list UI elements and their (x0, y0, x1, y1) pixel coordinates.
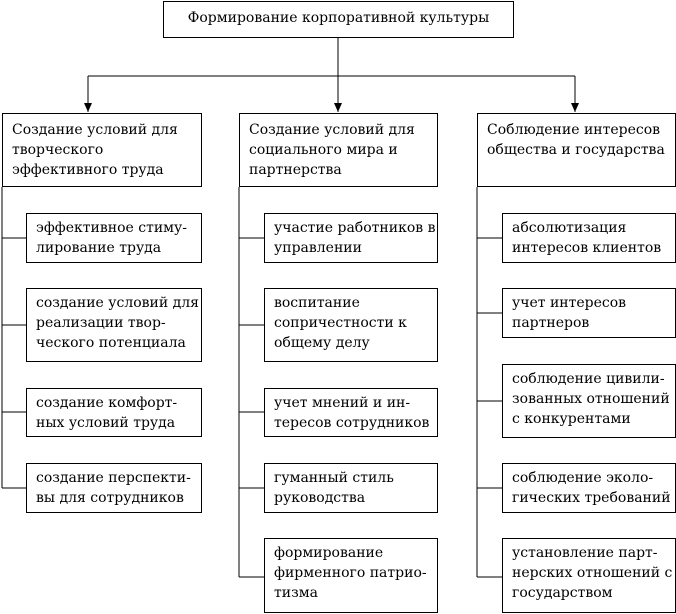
column-3-item-4-line-1: соблюдение эколо- (512, 470, 654, 486)
column-1-item-4: создание перспекти- вы для сотрудников (26, 463, 202, 513)
column-2-header: Создание условий для социального мира и … (239, 113, 438, 187)
column-3-item-4-line-2: гических требований (512, 490, 671, 506)
column-1-item-4-line-2: вы для сотрудников (36, 490, 184, 506)
column-1-title-line-1: Создание условий для (12, 122, 178, 138)
column-2-item-5-line-3: тизма (274, 585, 318, 601)
column-2-item-4-line-1: гуманный стиль (274, 470, 394, 486)
column-3-title-line-2: общества и государства (487, 142, 665, 158)
column-3-item-5-line-1: установление парт- (512, 545, 658, 561)
column-2-item-4-line-2: руководства (274, 490, 366, 506)
column-2-item-1-line-1: участие работников в (274, 220, 436, 236)
column-3-item-5-line-3: государством (512, 585, 613, 601)
column-1-item-3-line-2: ных условий труда (36, 415, 176, 431)
column-1-item-2-line-2: реализации твор- (36, 315, 166, 331)
column-1-item-2-line-1: создание условий для (36, 295, 200, 311)
column-1-item-2-line-3: ческого потенциала (36, 335, 186, 351)
column-3-item-3-line-3: с конкурентами (512, 411, 631, 427)
column-2-title-line-1: Создание условий для (249, 122, 415, 138)
column-3-header: Соблюдение интересов общества и государс… (477, 113, 676, 187)
column-2-item-3: учет мнений и ин- тересов сотрудников (264, 388, 438, 437)
column-3-title-line-1: Соблюдение интересов (487, 122, 661, 138)
column-3-item-2: учет интересов партнеров (502, 288, 676, 338)
column-2-title-line-3: партнерства (249, 162, 342, 178)
column-1-item-1-line-2: лирование труда (36, 240, 162, 256)
column-2-item-5-line-1: формирование (274, 545, 384, 561)
column-3-item-3-line-1: соблюдение цивили- (512, 371, 665, 387)
column-2-item-3-line-2: тересов сотрудников (274, 415, 430, 431)
column-2-item-2: воспитание сопричестности к общему делу (264, 288, 438, 362)
column-3-item-1-line-1: абсолютизация (512, 220, 627, 236)
column-1-item-1: эффективное стиму- лирование труда (26, 213, 202, 263)
column-1-item-1-line-1: эффективное стиму- (36, 220, 188, 236)
column-2-item-3-line-1: учет мнений и ин- (274, 395, 411, 411)
column-2-item-1: участие работников в управлении (264, 213, 438, 263)
column-2-item-2-line-1: воспитание (274, 295, 360, 311)
column-1-title-line-2: творческого (12, 142, 104, 158)
root-title: Формирование корпоративной культуры (187, 10, 490, 26)
column-3-item-3: соблюдение цивили- зованных отношений с … (502, 364, 676, 438)
column-3-item-4: соблюдение эколо- гических требований (502, 463, 676, 513)
column-2-item-5: формирование фирменного патрио- тизма (264, 538, 438, 613)
column-3-item-3-line-2: зованных отношений (512, 391, 670, 407)
column-2-title-line-2: социального мира и (249, 142, 398, 158)
root-box: Формирование корпоративной культуры (163, 1, 514, 38)
column-3-item-2-line-2: партнеров (512, 315, 590, 331)
column-2-item-2-line-3: общему делу (274, 335, 370, 351)
column-1-item-4-line-1: создание перспекти- (36, 470, 191, 486)
column-1-title-line-3: эффективного труда (12, 162, 164, 178)
column-1-item-3: создание комфорт- ных условий труда (26, 388, 202, 437)
column-1-header: Создание условий для творческого эффекти… (2, 113, 202, 187)
column-2-item-2-line-2: сопричестности к (274, 315, 407, 331)
column-3-item-5-line-2: нерских отношений с (512, 565, 673, 581)
column-2-item-1-line-2: управлении (274, 240, 362, 256)
column-1-item-3-line-1: создание комфорт- (36, 395, 178, 411)
column-3-item-1: абсолютизация интересов клиентов (502, 213, 676, 263)
column-2-item-5-line-2: фирменного патрио- (274, 565, 427, 581)
column-3-item-5: установление парт- нерских отношений с г… (502, 538, 676, 613)
column-1-item-2: создание условий для реализации твор- че… (26, 288, 202, 362)
column-2-item-4: гуманный стиль руководства (264, 463, 438, 513)
column-3-item-2-line-1: учет интересов (512, 295, 627, 311)
column-3-item-1-line-2: интересов клиентов (512, 240, 662, 256)
